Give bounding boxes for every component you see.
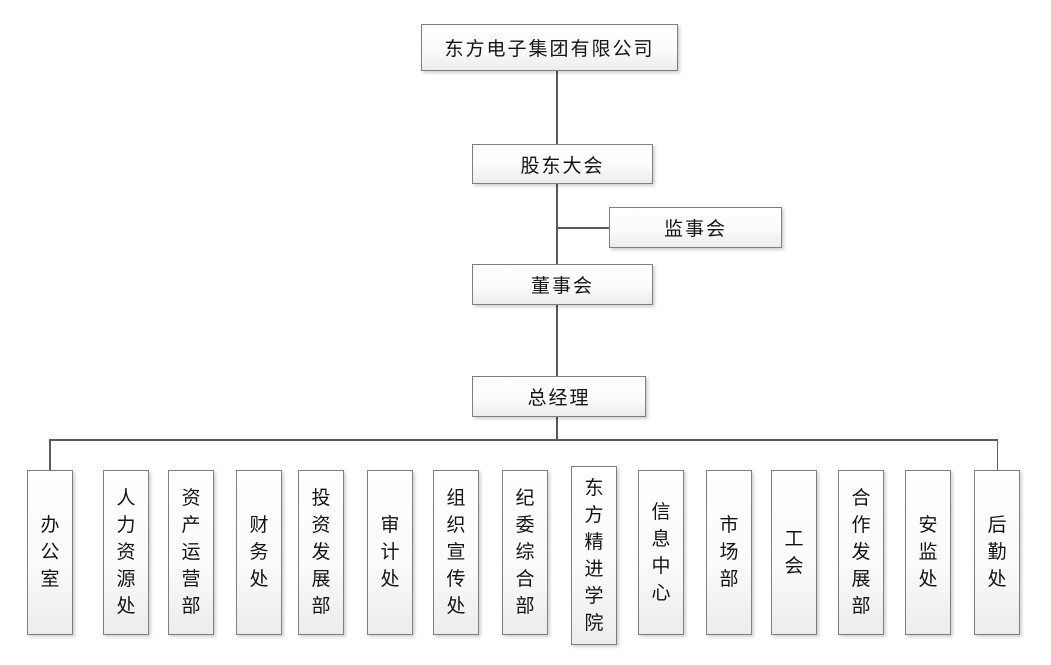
org-box-board-of-directors: 董事会 xyxy=(472,264,653,305)
dept-box-finance: 财务处 xyxy=(236,470,282,635)
dept-box-marketing: 市场部 xyxy=(706,470,752,635)
dept-label: 后勤处 xyxy=(987,515,1007,590)
dept-label: 投资发展部 xyxy=(311,488,331,617)
org-box-company-label: 东方电子集团有限公司 xyxy=(444,39,655,60)
dept-box-human-resources: 人力资源处 xyxy=(103,470,149,635)
org-box-shareholders-meeting-label: 股东大会 xyxy=(520,155,605,177)
dept-box-discipline-committee: 纪委综合部 xyxy=(502,470,548,635)
connector-rake-left-drop xyxy=(49,439,51,470)
connector-company-to-shareholders xyxy=(556,71,558,144)
dept-label: 市场部 xyxy=(719,515,739,590)
org-box-board-of-directors-label: 董事会 xyxy=(530,276,594,297)
connector-rake-horizontal xyxy=(49,439,998,441)
dept-box-logistics: 后勤处 xyxy=(974,470,1020,635)
connector-directors-to-gm xyxy=(556,305,558,376)
dept-label: 纪委综合部 xyxy=(515,488,535,617)
dept-box-labor-union: 工会 xyxy=(771,470,817,635)
org-box-company: 东方电子集团有限公司 xyxy=(421,24,678,71)
org-box-supervisory-board-label: 监事会 xyxy=(663,219,727,240)
connector-gm-to-rake xyxy=(556,417,558,439)
dept-label: 组织宣传处 xyxy=(446,488,466,617)
connector-rake-right-drop xyxy=(996,439,998,470)
connector-branch-supervisory xyxy=(557,227,609,229)
dept-label: 办公室 xyxy=(40,515,60,590)
dept-box-safety-supervision: 安监处 xyxy=(905,470,951,635)
dept-box-audit: 审计处 xyxy=(367,470,413,635)
dept-box-asset-operations: 资产运营部 xyxy=(168,470,214,635)
dept-label: 工会 xyxy=(784,528,804,577)
dept-label: 合作发展部 xyxy=(851,488,871,617)
dept-box-cooperation-development: 合作发展部 xyxy=(838,470,884,635)
dept-label: 审计处 xyxy=(380,515,400,590)
org-box-general-manager: 总经理 xyxy=(472,376,646,417)
dept-label: 安监处 xyxy=(918,515,938,590)
org-box-shareholders-meeting: 股东大会 xyxy=(472,144,653,184)
dept-label: 信息中心 xyxy=(651,501,671,604)
dept-box-dongfang-jingjin-academy: 东方精进学院 xyxy=(571,466,617,645)
dept-box-organization-publicity: 组织宣传处 xyxy=(433,470,479,635)
dept-label: 资产运营部 xyxy=(181,488,201,617)
dept-box-office: 办公室 xyxy=(27,470,73,635)
dept-box-information-center: 信息中心 xyxy=(638,470,684,635)
dept-box-investment-development: 投资发展部 xyxy=(298,470,344,635)
connector-shareholders-to-directors xyxy=(556,184,558,264)
dept-label: 人力资源处 xyxy=(116,488,136,617)
org-box-supervisory-board: 监事会 xyxy=(609,207,782,248)
org-box-general-manager-label: 总经理 xyxy=(527,388,591,409)
dept-label: 财务处 xyxy=(249,515,269,590)
dept-label: 东方精进学院 xyxy=(584,477,604,634)
